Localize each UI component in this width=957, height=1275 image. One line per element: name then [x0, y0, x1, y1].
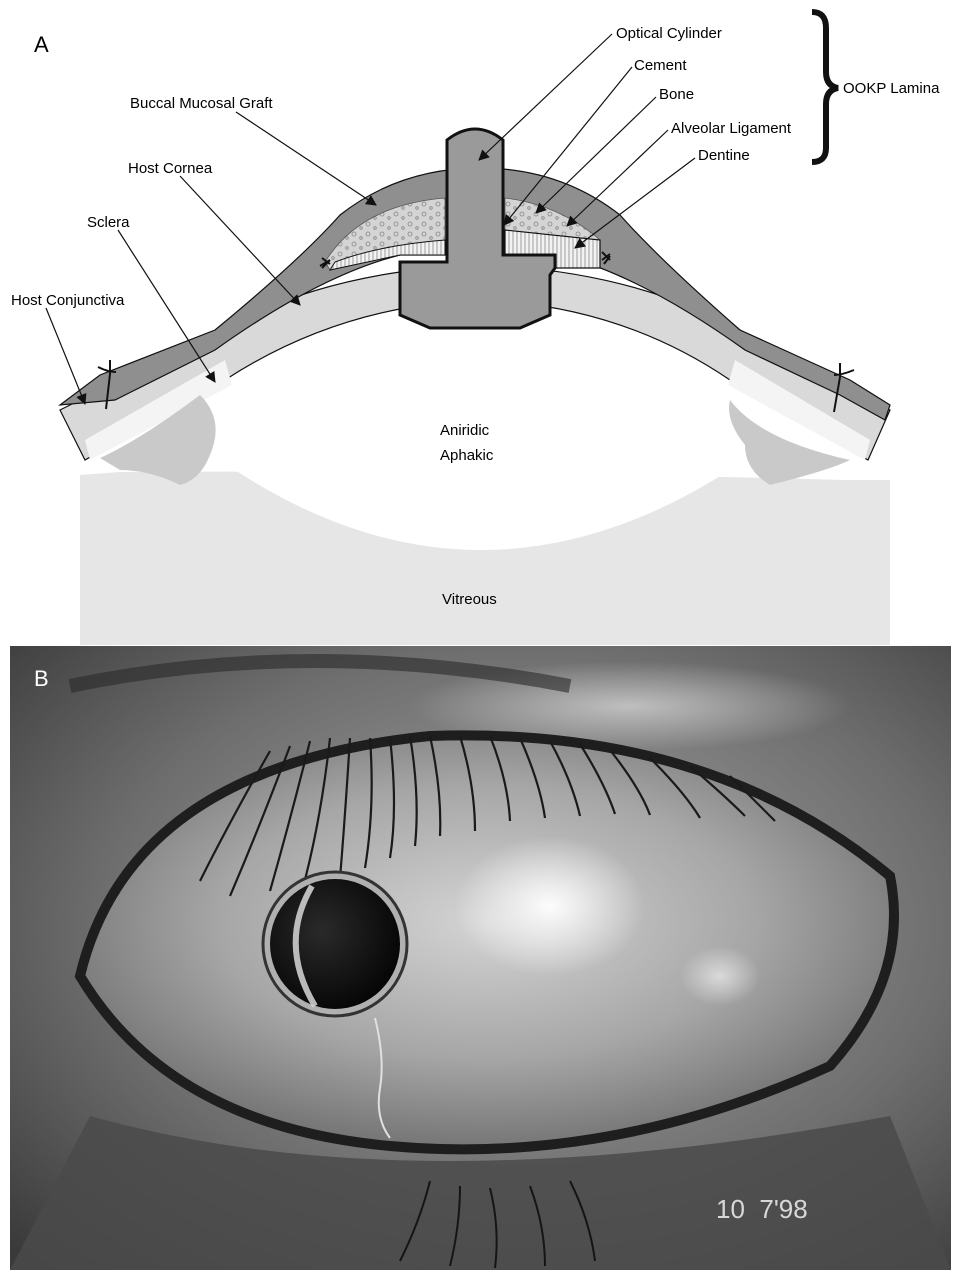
ookp-diagram: A Optical Cylinder Cement Bone Alveolar … [0, 0, 957, 645]
label-dentine: Dentine [698, 147, 750, 164]
panel-b-letter: B [34, 666, 49, 691]
specular-glare [455, 836, 645, 976]
arrow-alveolar-ligament [567, 130, 668, 226]
arrow-optical-cylinder [479, 34, 612, 160]
label-host-conjunctiva: Host Conjunctiva [11, 292, 125, 309]
label-sclera: Sclera [87, 214, 130, 231]
label-bone: Bone [659, 86, 694, 103]
arrow-host-conjunctiva [46, 308, 85, 404]
ookp-lamina-bracket [812, 12, 838, 162]
panel-a-letter: A [34, 32, 49, 57]
eye-photograph: B 10 7'98 [10, 646, 951, 1270]
label-optical-cylinder: Optical Cylinder [616, 25, 722, 42]
label-alveolar-ligament: Alveolar Ligament [671, 120, 792, 137]
label-vitreous: Vitreous [442, 591, 497, 608]
arrow-bone [536, 97, 656, 213]
label-ookp-lamina: OOKP Lamina [843, 80, 940, 97]
label-aniridic: Aniridic [440, 422, 490, 439]
arrow-host-cornea [180, 176, 300, 305]
label-host-cornea: Host Cornea [128, 160, 213, 177]
optical-cylinder-lens [270, 879, 400, 1009]
panel-a-diagram: A Optical Cylinder Cement Bone Alveolar … [0, 0, 957, 645]
label-cement: Cement [634, 57, 687, 74]
label-aphakic: Aphakic [440, 447, 494, 464]
secondary-glare [680, 946, 760, 1006]
panel-b-photo: B 10 7'98 [10, 646, 951, 1270]
date-stamp: 10 7'98 [716, 1194, 808, 1224]
label-buccal-mucosal-graft: Buccal Mucosal Graft [130, 95, 273, 112]
arrow-buccal-mucosal-graft [236, 112, 376, 205]
